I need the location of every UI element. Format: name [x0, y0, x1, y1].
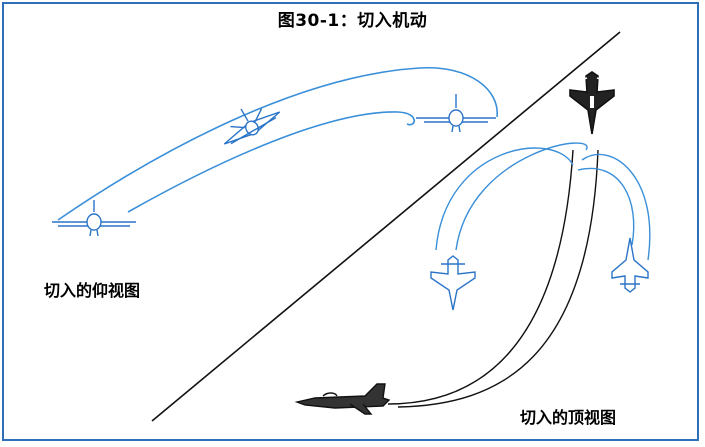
attacker-track-1	[387, 149, 574, 405]
elevation-view-caption: 切入的仰视图	[44, 281, 141, 300]
divider-line	[151, 31, 621, 422]
jet-blue-top-view-right	[611, 237, 649, 293]
jet-front-view-2	[416, 94, 496, 133]
jet-black-side-view	[294, 383, 391, 415]
jet-blue-top-view-left	[430, 255, 476, 311]
target-break-right-inner	[577, 167, 635, 246]
target-break-right	[581, 153, 651, 261]
target-break-left-inner	[455, 142, 588, 251]
figure-title: 图30-1：切入机动	[277, 11, 428, 31]
jet-front-view-1	[52, 200, 136, 237]
top-view-flight-paths	[387, 142, 651, 408]
jet-banking-view	[223, 108, 281, 145]
top-view-caption: 切入的顶视图	[520, 408, 617, 427]
jet-black-top-view	[569, 71, 615, 135]
attacker-arc-inner	[127, 111, 415, 213]
attacker-arc-outer	[57, 67, 498, 221]
attacker-track-2	[397, 149, 599, 408]
elevation-flight-paths	[57, 67, 498, 221]
target-break-left	[435, 147, 574, 251]
